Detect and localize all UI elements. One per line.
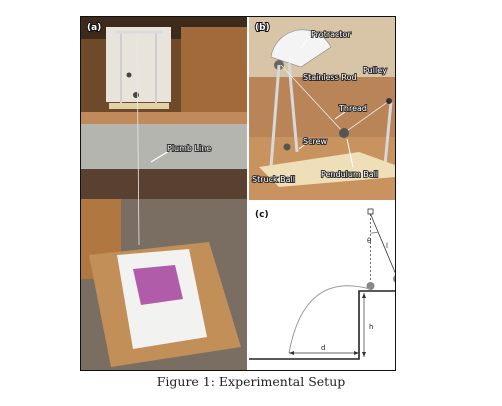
distance-arrow-right — [354, 351, 359, 355]
panel-a-scene: Plumb Line (a) — [81, 17, 247, 370]
pendulum-ball-small — [133, 92, 139, 98]
distance-symbol: d — [321, 344, 325, 352]
table-step — [249, 290, 395, 360]
pulley-label: Pulley — [363, 66, 387, 75]
plumb-line-label: Plumb Line — [167, 144, 211, 153]
height-arrow-top — [362, 293, 366, 298]
height-symbol: h — [369, 323, 373, 331]
struck-ball — [283, 143, 291, 151]
panel-a-tag: (a) — [87, 23, 101, 33]
panel-c-diagram: (c) θ l h d — [249, 203, 395, 370]
panel-c-schematic: (c) θ l h d — [249, 208, 395, 360]
plumb-line-pointer — [150, 150, 170, 163]
apparatus-backboard — [106, 27, 171, 102]
pendulum-bob — [393, 275, 395, 283]
pivot-marker — [367, 208, 374, 215]
base-plate — [259, 152, 395, 187]
pendulum-ball-pointer — [346, 138, 354, 168]
pendulum-ball — [339, 128, 349, 138]
struck-ball-diagram — [366, 282, 375, 290]
trajectory-arc — [288, 285, 371, 354]
thread-line — [280, 64, 345, 134]
height-arrow-bottom — [362, 352, 366, 357]
thread-pointer — [334, 111, 346, 120]
distance-arrow-left — [289, 351, 294, 355]
panel-divider-vertical — [247, 17, 249, 370]
pendulum-ball-label: Pendulum Ball — [321, 170, 378, 179]
panel-c-tag: (c) — [255, 210, 269, 220]
struck-ball-small — [126, 72, 132, 78]
panel-b-tag: (b) — [255, 23, 270, 33]
theta-arc — [370, 231, 379, 234]
rod-right — [383, 101, 393, 166]
protractor-label: Protractor — [311, 30, 351, 39]
panel-b-scene: Protractor Stainless Rod Pulley Thread S… — [249, 17, 395, 200]
pendulum-string — [370, 213, 395, 274]
table-edge — [81, 112, 247, 124]
figure-caption: Figure 1: Experimental Setup — [156, 374, 346, 389]
apparatus-base — [109, 103, 169, 109]
plumb-line — [136, 36, 140, 246]
pulley-wheel — [386, 98, 392, 104]
theta-symbol: θ — [367, 237, 371, 245]
protractor-pointer — [300, 38, 308, 50]
carbon-paper — [133, 265, 183, 305]
thread-line-to-pulley — [343, 100, 390, 134]
screw-label: Screw — [303, 137, 328, 146]
stainless-rod-label: Stainless Rod — [303, 73, 357, 82]
panel-a-photo: Plumb Line (a) — [81, 17, 247, 370]
thread-label: Thread — [338, 104, 367, 113]
rod-left — [269, 64, 281, 168]
panel-divider-horizontal — [249, 200, 395, 203]
length-symbol: l — [386, 242, 388, 250]
screw-pointer — [298, 142, 308, 150]
struck-ball-label: Struck Ball — [252, 175, 295, 184]
rod-middle — [287, 62, 299, 153]
desk-shelf — [81, 169, 247, 199]
panel-b-photo: Protractor Stainless Rod Pulley Thread S… — [249, 17, 395, 200]
cabinet-door — [181, 27, 247, 117]
desk-front — [81, 124, 247, 169]
